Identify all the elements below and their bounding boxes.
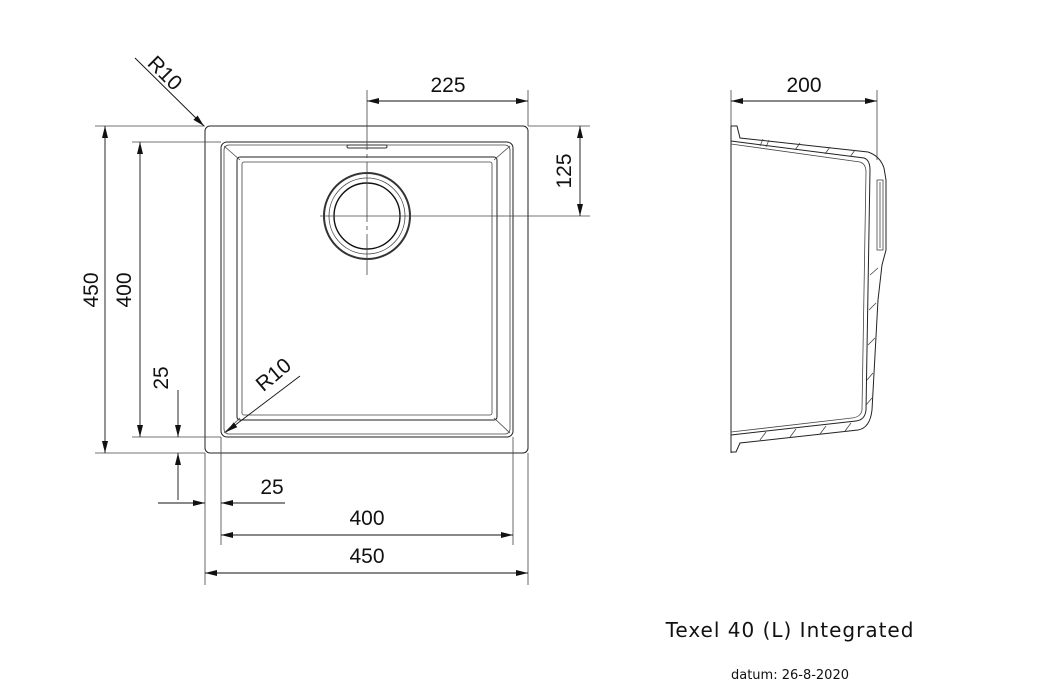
dim-outer-width: 450 — [349, 545, 384, 568]
product-title: Texel 40 (L) Integrated — [665, 618, 915, 642]
dim-offset-horizontal: 25 — [260, 476, 283, 499]
drawing-date: datum: 26-8-2020 — [731, 668, 849, 683]
radius-outer-label: R10 — [143, 52, 187, 96]
dim-bowl-width: 400 — [349, 507, 384, 530]
dim-bowl-height: 400 — [113, 272, 136, 307]
dim-depth: 200 — [786, 74, 821, 97]
dim-drain-y: 125 — [553, 153, 576, 188]
radius-inner-label: R10 — [252, 354, 296, 396]
sink-outer-outline — [204, 125, 529, 454]
sink-top-view — [204, 90, 590, 454]
dimensions: 225 125 450 400 25 25 400 450 R10 — [80, 52, 878, 585]
dim-drain-x: 225 — [430, 74, 465, 97]
dim-outer-height: 450 — [80, 272, 103, 307]
sink-side-view — [730, 125, 887, 453]
dim-offset-vertical: 25 — [150, 366, 173, 389]
